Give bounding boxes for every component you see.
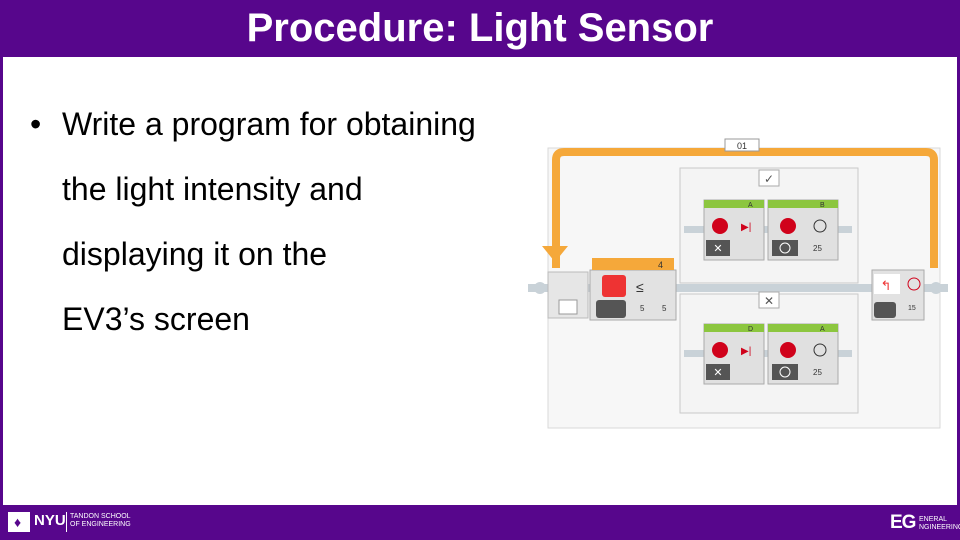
loop-label: 01	[737, 141, 747, 151]
tandon-line-2: OF ENGINEERING	[70, 521, 131, 528]
motor-port-top-left: A	[748, 202, 753, 209]
right-border	[957, 57, 960, 505]
eg-line-1: ENERAL	[919, 516, 948, 523]
loop-arrow	[542, 246, 568, 262]
svg-text:✕: ✕	[713, 243, 722, 255]
tandon-line-1: TANDON SCHOOL	[70, 513, 131, 520]
left-border	[0, 57, 3, 505]
bullet-list: Write a program for obtaining the light …	[30, 92, 550, 352]
title-bar	[0, 0, 960, 57]
footer-bar	[0, 505, 960, 540]
bullet-line-4: EV3’s screen	[62, 301, 250, 337]
motor-port-top-right: B	[820, 202, 825, 209]
motor-power-bottom: 25	[813, 368, 822, 377]
ev3-program-diagram: 01 4 ≤ 5 5 ✓ ✕ A ▶| ✕ B	[528, 138, 948, 429]
svg-text:↰: ↰	[881, 278, 892, 293]
loop-label-box	[724, 138, 760, 152]
end-block-value: 15	[908, 305, 916, 312]
eg-line-2: NGINEERING	[919, 524, 960, 531]
bullet-line-1: Write a program for obtaining	[30, 92, 550, 157]
tandon-logo: TANDON SCHOOL OF ENGINEERING	[70, 513, 131, 529]
loop-frame	[552, 148, 938, 268]
svg-text:✕: ✕	[713, 367, 722, 379]
switch-value: 4	[658, 260, 663, 270]
nyu-logo: NYU	[34, 512, 66, 529]
true-case-symbol: ✓	[764, 172, 774, 186]
compare-value: 5	[662, 304, 667, 313]
bullet-line-2: the light intensity and	[62, 171, 363, 207]
compare-symbol: ≤	[636, 279, 644, 295]
motor-power-top: 25	[813, 244, 822, 253]
footer-divider	[66, 512, 67, 532]
svg-text:▶|: ▶|	[741, 222, 751, 233]
bullet-line-3: displaying it on the	[62, 236, 328, 272]
false-case-symbol: ✕	[764, 294, 774, 308]
motor-port-bottom-right: A	[820, 326, 825, 333]
slide-title: Procedure: Light Sensor	[246, 6, 714, 50]
nyu-logo-box	[8, 512, 30, 532]
svg-text:▶|: ▶|	[741, 346, 751, 357]
motor-port-bottom-left: D	[748, 326, 753, 333]
torch-icon: ♦	[14, 514, 22, 530]
eg-logo: EG	[890, 512, 916, 533]
eg-logo-text: ENERAL NGINEERING	[919, 516, 960, 532]
compare-threshold: 5	[640, 304, 645, 313]
